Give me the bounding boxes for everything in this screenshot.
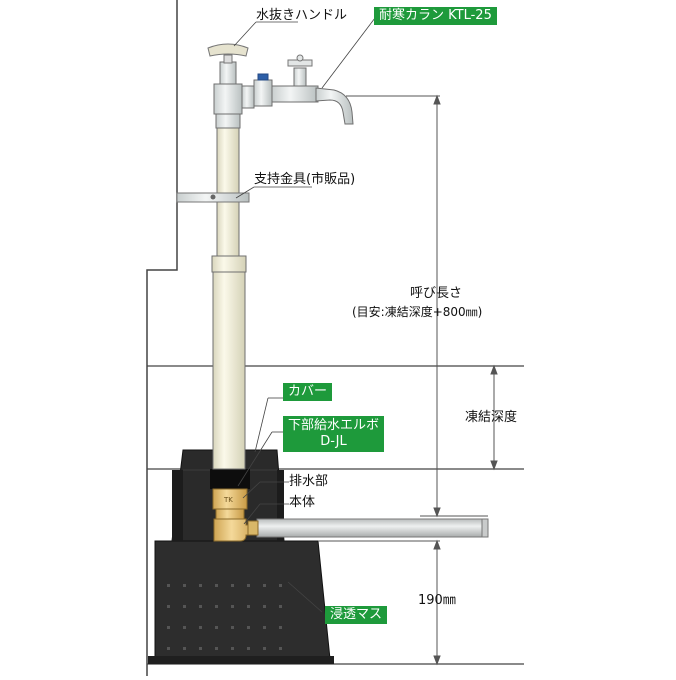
tag-cover: カバー xyxy=(283,383,333,401)
tag-faucet: 耐寒カラン KTL-25 xyxy=(374,7,497,25)
faucet-assembly xyxy=(207,43,354,129)
leader-lines xyxy=(233,13,379,613)
basin-holes xyxy=(167,584,282,650)
label-body: 本体 xyxy=(289,495,316,510)
brass-elbow-body: TK xyxy=(212,488,259,542)
label-bracket: 支持金具(市販品) xyxy=(254,172,356,187)
tag-basin: 浸透マス xyxy=(325,606,388,624)
support-bracket xyxy=(176,192,250,203)
drain-pipe xyxy=(256,518,489,538)
tag-elbow-line2: D-JL xyxy=(320,434,347,449)
label-dimension-190: 190㎜ xyxy=(418,593,456,608)
infiltration-basin xyxy=(148,540,334,664)
tag-elbow-line1: 下部給水エルボ xyxy=(288,418,380,433)
label-nominal-length: 呼び長さ xyxy=(410,286,463,301)
dimension-lines xyxy=(318,94,498,666)
label-drain-section: 排水部 xyxy=(289,474,329,489)
riser-pipe xyxy=(211,109,247,470)
tag-elbow: 下部給水エルボ D-JL xyxy=(283,416,385,452)
stamp-tk: TK xyxy=(223,496,233,504)
building-wall xyxy=(146,0,178,676)
label-drain-handle: 水抜きハンドル xyxy=(256,8,348,23)
label-nominal-length-note: (目安:凍結深度+800㎜) xyxy=(352,305,483,319)
label-frost-depth: 凍結深度 xyxy=(465,410,518,425)
drain-handle-shape xyxy=(207,43,249,64)
